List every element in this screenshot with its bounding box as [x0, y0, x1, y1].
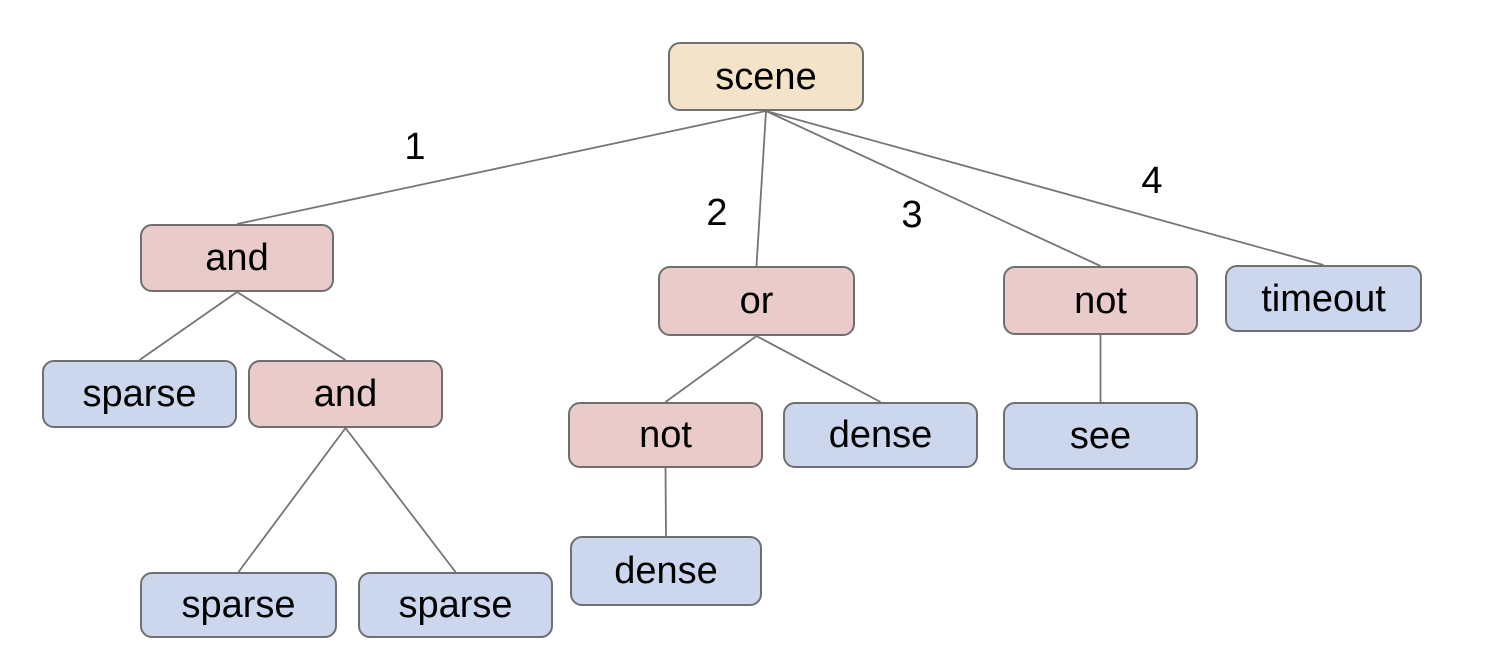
edge-label-4: 4: [1141, 160, 1163, 202]
node-sparse2: sparse: [140, 572, 337, 638]
node-and2: and: [248, 360, 443, 428]
edge-not2-dense2: [664, 467, 667, 537]
edge-scene-and1: [236, 110, 767, 225]
edge-and2-sparse2: [237, 427, 347, 573]
edge-and1-and2: [236, 291, 346, 361]
edge-scene-or1: [755, 110, 767, 267]
node-and1: and: [140, 224, 334, 292]
edge-and1-sparse1: [138, 291, 238, 361]
edge-label-1: 1: [404, 126, 426, 168]
edge-scene-not1: [765, 110, 1101, 267]
node-dense1: dense: [783, 402, 978, 468]
node-timeout1: timeout: [1225, 265, 1422, 332]
edge-and2-sparse3: [344, 427, 457, 573]
node-not1: not: [1003, 266, 1198, 335]
edge-scene-timeout1: [765, 110, 1324, 266]
edge-label-2: 2: [706, 192, 728, 234]
node-sparse1: sparse: [42, 360, 237, 428]
node-sparse3: sparse: [358, 572, 553, 638]
edge-or1-dense1: [756, 335, 881, 403]
node-or1: or: [658, 266, 855, 336]
node-dense2: dense: [570, 536, 762, 606]
edge-or1-not2: [664, 335, 758, 403]
node-scene: scene: [668, 42, 864, 111]
node-not2: not: [568, 402, 763, 468]
edge-label-3: 3: [901, 194, 923, 236]
node-see1: see: [1003, 402, 1198, 470]
